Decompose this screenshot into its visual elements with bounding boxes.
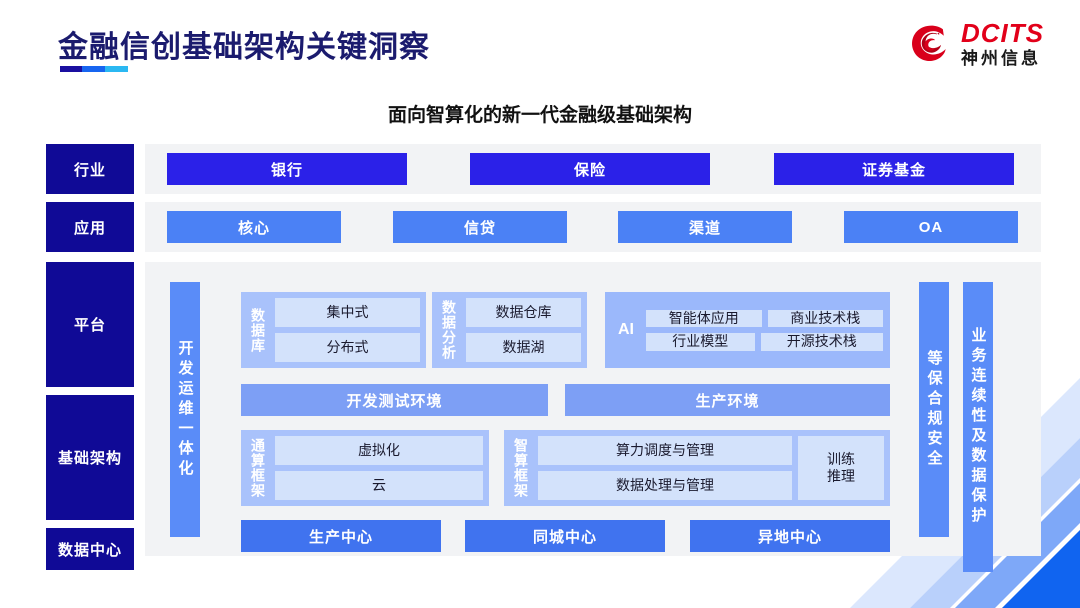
cell-cloud[interactable]: 云 (275, 471, 483, 500)
vertical-bar-devops[interactable]: 开发运维一体化 (170, 282, 200, 537)
application-chip-channel[interactable]: 渠道 (618, 211, 792, 243)
application-row-panel: 核心 信贷 渠道 OA (145, 202, 1041, 252)
row-label-industry: 行业 (46, 144, 134, 194)
environment-chip-production[interactable]: 生产环境 (565, 384, 890, 416)
page-title: 金融信创基础架构关键洞察 (58, 31, 430, 64)
group-label-data-analytics: 数据分析 (441, 300, 457, 360)
environment-chip-dev-test[interactable]: 开发测试环境 (241, 384, 548, 416)
industry-chip-bank[interactable]: 银行 (167, 153, 407, 185)
group-general-compute-framework: 通算框架 虚拟化 云 (241, 430, 489, 506)
cell-virtualization[interactable]: 虚拟化 (275, 436, 483, 465)
application-chip-oa[interactable]: OA (844, 211, 1018, 243)
brand-logo: DCITS 神州信息 (907, 20, 1044, 67)
group-label-smart-compute: 智算框架 (513, 438, 529, 498)
cell-commercial-tech-stack[interactable]: 商业技术栈 (767, 309, 883, 327)
title-underline-rule (60, 66, 128, 72)
group-database: 数据库 集中式 分布式 (241, 292, 426, 368)
dcits-swirl-icon (912, 25, 946, 61)
industry-row-panel: 银行 保险 证券基金 (145, 144, 1041, 194)
cell-train-inference[interactable]: 训练 推理 (798, 436, 884, 500)
diagram-subtitle: 面向智算化的新一代金融级基础架构 (387, 105, 692, 126)
cell-open-source-tech-stack[interactable]: 开源技术栈 (760, 333, 883, 351)
cell-distributed[interactable]: 分布式 (275, 333, 420, 362)
group-label-ai: AI (618, 321, 634, 338)
industry-chip-securities-fund[interactable]: 证券基金 (774, 153, 1014, 185)
application-chip-core[interactable]: 核心 (167, 211, 341, 243)
group-label-general-compute: 通算框架 (250, 438, 266, 498)
group-data-analytics: 数据分析 数据仓库 数据湖 (432, 292, 587, 368)
row-label-infrastructure: 基础架构 (46, 395, 134, 520)
datacenter-chip-remote[interactable]: 异地中心 (690, 520, 890, 552)
group-smart-compute-framework: 智算框架 算力调度与管理 数据处理与管理 训练 推理 (504, 430, 890, 506)
cell-agent-application[interactable]: 智能体应用 (646, 309, 762, 327)
cell-compute-scheduling[interactable]: 算力调度与管理 (538, 436, 792, 465)
cell-industry-model[interactable]: 行业模型 (646, 333, 755, 351)
group-ai: AI 智能体应用 商业技术栈 行业模型 开源技术栈 (605, 292, 890, 368)
logo-en-text: DCITS (961, 18, 1044, 48)
vertical-bar-business-continuity[interactable]: 业务连续性及数据保护 (963, 282, 993, 572)
logo-wordmark: DCITS 神州信息 (961, 20, 1044, 67)
vertical-bar-compliance-security[interactable]: 等保合规安全 (919, 282, 949, 537)
group-label-database: 数据库 (250, 307, 266, 353)
application-chip-credit[interactable]: 信贷 (393, 211, 567, 243)
cell-data-warehouse[interactable]: 数据仓库 (466, 298, 581, 327)
datacenter-chip-metro[interactable]: 同城中心 (465, 520, 665, 552)
platform-main-panel: 开发运维一体化 等保合规安全 业务连续性及数据保护 数据库 集中式 分布式 数据… (145, 262, 1041, 572)
row-label-platform: 平台 (46, 262, 134, 387)
cell-data-lake[interactable]: 数据湖 (466, 333, 581, 362)
row-label-application: 应用 (46, 202, 134, 252)
row-label-datacenter: 数据中心 (46, 528, 134, 570)
logo-cn-text: 神州信息 (961, 49, 1041, 68)
cell-data-processing[interactable]: 数据处理与管理 (538, 471, 792, 500)
industry-chip-insurance[interactable]: 保险 (470, 153, 710, 185)
cell-centralized[interactable]: 集中式 (275, 298, 420, 327)
datacenter-chip-production[interactable]: 生产中心 (241, 520, 441, 552)
